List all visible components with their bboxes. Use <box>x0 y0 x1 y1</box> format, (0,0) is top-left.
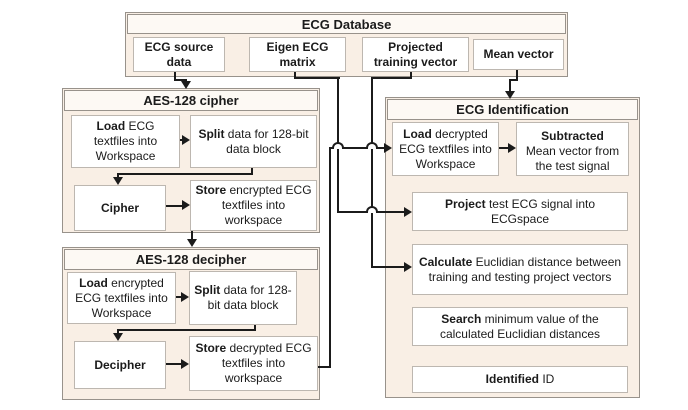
box-ecg-source-data-label: ECG source data <box>144 39 214 69</box>
connector-loadenc-to-split2 <box>176 296 182 298</box>
connector-source-to-cipher-h <box>174 79 187 81</box>
box-calculate-distance: Calculate Euclidian distance between tra… <box>412 244 628 295</box>
connector-mean-v2 <box>509 79 511 93</box>
box-load-ecg-textfiles-label: Load ECG textfiles into Workspace <box>93 119 158 163</box>
box-store-decrypted-label: Store decrypted ECG textfiles into works… <box>195 341 312 385</box>
arrowhead-cipher-to-decipher <box>187 239 197 247</box>
connector-split2-to-decipherbox-v2 <box>117 329 119 335</box>
box-projected-training-vector: Projected training vector <box>362 37 469 72</box>
connector-storedec-h1 <box>329 147 384 149</box>
ecg-identification-header: ECG Identification <box>387 99 638 120</box>
box-eigen-ecg-matrix: Eigen ECG matrix <box>249 37 346 72</box>
arrowhead-source-to-cipher <box>181 81 191 89</box>
connector-cipher-to-decipher-v <box>191 231 193 241</box>
box-split-data-cipher-label: Split data for 128-bit data block <box>198 126 309 156</box>
box-ecg-source-data: ECG source data <box>133 37 225 72</box>
connector-split2-to-decipherbox-v1 <box>254 323 256 331</box>
connector-eigen-h1 <box>294 77 340 79</box>
aes-cipher-header-label: AES-128 cipher <box>143 93 239 108</box>
line-hop-2 <box>366 142 378 149</box>
connector-cipher-to-store <box>166 205 183 207</box>
arrowhead-decipher-to-store2 <box>181 359 189 369</box>
box-load-ecg-textfiles: Load ECG textfiles into Workspace <box>71 115 180 168</box>
arrowhead-split2-to-decipherbox <box>113 333 123 341</box>
ecg-database-header: ECG Database <box>127 14 566 34</box>
connector-split-to-cipherbox-v1 <box>251 167 253 175</box>
connector-source-to-cipher-v1 <box>174 71 176 81</box>
box-project-signal-label: Project test ECG signal into ECGspace <box>444 196 596 226</box>
arrowhead-split-to-cipherbox <box>113 177 123 185</box>
connector-loadecg-to-split <box>179 139 184 141</box>
box-mean-vector-label: Mean vector <box>483 47 554 61</box>
box-identified-id-label: Identified ID <box>485 372 555 386</box>
aes-decipher-header-label: AES-128 decipher <box>135 252 247 267</box>
box-decipher: Decipher <box>74 341 166 389</box>
connector-split2-to-decipherbox-h <box>117 329 256 331</box>
arrowhead-mean-to-identification <box>505 91 515 99</box>
box-load-decrypted: Load decrypted ECG textfiles into Worksp… <box>392 122 499 176</box>
box-project-signal: Project test ECG signal into ECGspace <box>412 192 628 231</box>
line-hop-1 <box>332 142 344 149</box>
box-store-decrypted: Store decrypted ECG textfiles into works… <box>189 336 318 391</box>
connector-mean-v1 <box>516 70 518 81</box>
arrowhead-training-to-calculate <box>404 262 412 272</box>
connector-decipher-to-store2 <box>166 363 182 365</box>
ecg-database-header-label: ECG Database <box>301 16 392 32</box>
arrowhead-cipher-to-store <box>182 200 190 210</box>
connector-storedec-v <box>329 147 331 368</box>
box-search-minimum: Search minimum value of the calculated E… <box>412 307 628 346</box>
box-load-encrypted-label: Load encrypted ECG textfiles into Worksp… <box>75 275 168 320</box>
connector-training-h2 <box>371 266 405 268</box>
box-store-encrypted-label: Store encrypted ECG textfiles into works… <box>195 183 312 227</box>
connector-mean-h <box>509 79 518 81</box>
box-cipher-label: Cipher <box>100 200 139 215</box>
connector-split-to-cipherbox-h <box>117 173 253 175</box>
connector-storedec-h0 <box>317 366 331 368</box>
box-calculate-distance-label: Calculate Euclidian distance between tra… <box>418 254 622 284</box>
box-eigen-ecg-matrix-label: Eigen ECG matrix <box>266 39 329 69</box>
arrowhead-loadecg-to-split <box>182 135 190 145</box>
arrowhead-eigen-to-project <box>404 207 412 217</box>
box-decipher-label: Decipher <box>94 357 146 372</box>
arrowhead-loadenc-to-split2 <box>181 292 189 302</box>
box-search-minimum-label: Search minimum value of the calculated E… <box>439 311 601 341</box>
connector-eigen-v1 <box>294 71 296 79</box>
arrowhead-storedec-to-loaddec <box>384 143 392 153</box>
box-projected-training-vector-label: Projected training vector <box>373 39 458 69</box>
box-load-decrypted-label: Load decrypted ECG textfiles into Worksp… <box>399 126 492 171</box>
box-load-encrypted: Load encrypted ECG textfiles into Worksp… <box>67 272 176 324</box>
aes-cipher-header: AES-128 cipher <box>64 90 318 111</box>
connector-training-v2 <box>371 77 373 268</box>
box-cipher: Cipher <box>74 185 166 231</box>
arrowhead-loaddec-to-subtract <box>508 143 516 153</box>
box-identified-id: Identified ID <box>412 366 628 393</box>
ecg-identification-header-label: ECG Identification <box>456 102 569 117</box>
box-split-data-cipher: Split data for 128-bit data block <box>190 115 317 168</box>
aes-decipher-header: AES-128 decipher <box>64 249 318 270</box>
box-split-data-decipher: Split data for 128-bit data block <box>189 271 297 325</box>
connector-split-to-cipherbox-v2 <box>117 173 119 179</box>
box-split-data-decipher-label: Split data for 128-bit data block <box>194 283 292 312</box>
connector-loaddec-to-subtract <box>498 147 509 149</box>
line-hop-3 <box>366 206 378 213</box>
box-store-encrypted: Store encrypted ECG textfiles into works… <box>190 180 317 231</box>
box-mean-vector: Mean vector <box>473 39 564 70</box>
connector-training-v1 <box>410 71 412 79</box>
connector-training-h1 <box>371 77 412 79</box>
